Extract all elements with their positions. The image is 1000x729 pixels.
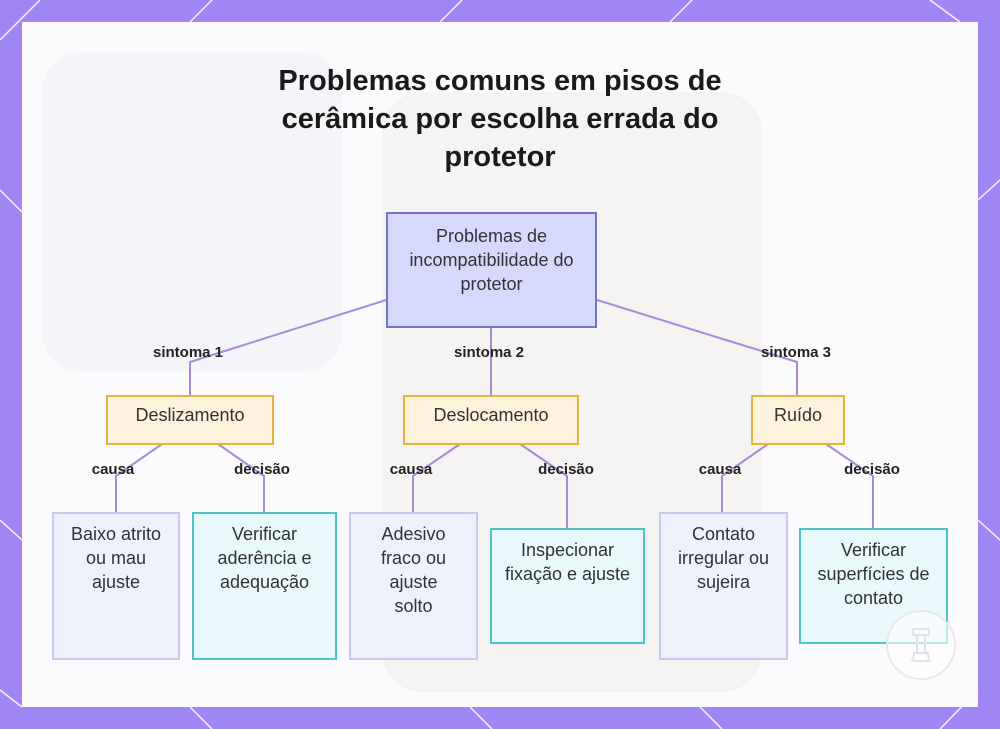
cause-node-label: Baixo atrito ou mau ajuste [70,524,162,592]
edge-label-decision-3: decisão [844,461,900,478]
edge-branch-2-cause [412,443,461,512]
symptom-node-3: Ruído [751,395,845,445]
symptom-node-2: Deslocamento [403,395,579,445]
cause-node-3: Contato irregular ou sujeira [659,512,788,660]
edge-root-branch-3 [596,299,798,395]
edge-label-cause-2: causa [389,461,433,478]
symptom-node-label: Ruído [773,405,823,425]
diagram-title: Problemas comuns em pisos de cerâmica po… [278,65,722,173]
diagram-card [22,22,978,707]
edge-label-symptom-2: sintoma 2 [453,344,525,361]
decision-node-2: Inspecionar fixação e ajuste [490,528,645,644]
root-node: Problemas de incompatibilidade do protet… [386,212,597,328]
seal-logo-icon [886,610,956,680]
cause-node-label: Adesivo fraco ou ajuste solto [380,524,447,616]
decision-node-1: Verificar aderência e adequação [192,512,337,660]
seal-logo-icon [911,628,931,662]
symptom-node-1: Deslizamento [106,395,274,445]
edge-label-symptom-1: sintoma 1 [152,344,224,361]
edge-root-branch-1 [189,299,387,395]
background-blob [42,52,342,372]
decision-node-label: Inspecionar fixação e ajuste [504,540,631,584]
edge-branch-2-decision [519,443,568,528]
edge-label-decision-2: decisão [538,461,594,478]
symptom-node-label: Deslocamento [433,405,549,425]
edge-branch-1-decision [217,443,265,512]
root-node-label: Problemas de incompatibilidade do protet… [409,226,574,294]
decision-node-label: Verificar aderência e adequação [217,524,312,592]
edge-label-symptom-3: sintoma 3 [760,344,832,361]
edge-branch-3-cause [721,443,769,512]
edge-label-cause-1: causa [91,461,135,478]
cause-node-2: Adesivo fraco ou ajuste solto [349,512,478,660]
cause-node-1: Baixo atrito ou mau ajuste [52,512,180,660]
edge-branch-3-decision [825,443,874,528]
edge-label-cause-3: causa [698,461,742,478]
decision-node-label: Verificar superfícies de contato [817,540,930,608]
edge-branch-1-cause [115,443,163,512]
symptom-node-label: Deslizamento [135,405,245,425]
cause-node-label: Contato irregular ou sujeira [677,524,770,592]
edge-label-decision-1: decisão [234,461,290,478]
